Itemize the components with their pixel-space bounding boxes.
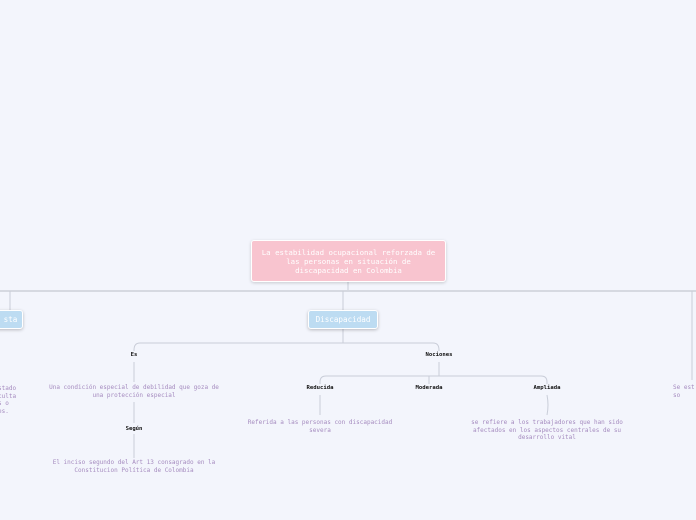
topic-discapacidad[interactable]: Discapacidad (308, 310, 378, 329)
label-reducida[interactable]: Reducida (306, 385, 334, 391)
note-ampliada-desc[interactable]: se refiere a los trabajadores que han si… (471, 419, 623, 442)
topic-left-partial-text: sta (3, 315, 18, 324)
label-es[interactable]: Es (130, 352, 138, 358)
label-moderada[interactable]: Moderada (415, 385, 443, 391)
note-right-partial[interactable]: Se est so (673, 384, 695, 399)
note-left-partial[interactable]: stado culta s o es. (0, 385, 17, 415)
central-topic-text: La estabilidad ocupacional reforzada de … (261, 247, 436, 275)
note-reducida-desc[interactable]: Referida a las personas con discapacidad… (247, 419, 393, 434)
topic-discapacidad-text: Discapacidad (315, 315, 371, 324)
central-topic[interactable]: La estabilidad ocupacional reforzada de … (251, 240, 446, 282)
label-nociones[interactable]: Nociones (425, 352, 453, 358)
note-es-desc[interactable]: Una condición especial de debilidad que … (49, 384, 219, 399)
topic-left-partial[interactable]: sta (0, 310, 23, 329)
note-segun-desc[interactable]: El inciso segundo del Art 13 consagrado … (52, 459, 216, 474)
label-ampliada[interactable]: Ampliada (533, 385, 561, 391)
label-segun[interactable]: Según (125, 426, 143, 432)
